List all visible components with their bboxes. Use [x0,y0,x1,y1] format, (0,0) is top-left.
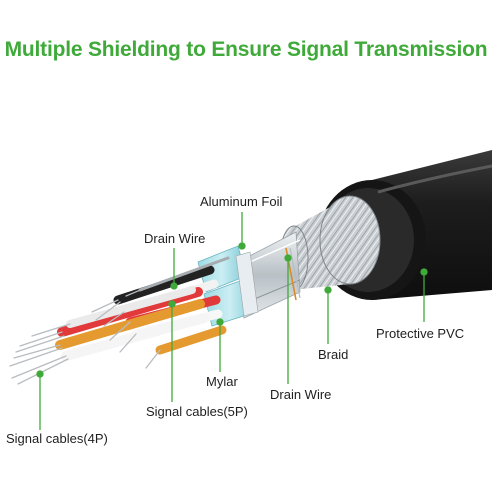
label-aluminum-foil: Aluminum Foil [200,194,282,209]
label-drain-wire-bottom: Drain Wire [270,387,331,402]
label-braid: Braid [318,347,348,362]
label-signal-cables-5p: Signal cables(5P) [146,404,248,419]
label-protective-pvc: Protective PVC [376,326,464,341]
label-mylar: Mylar [206,374,238,389]
label-drain-wire-top: Drain Wire [144,231,205,246]
label-signal-cables-4p: Signal cables(4P) [6,431,108,446]
